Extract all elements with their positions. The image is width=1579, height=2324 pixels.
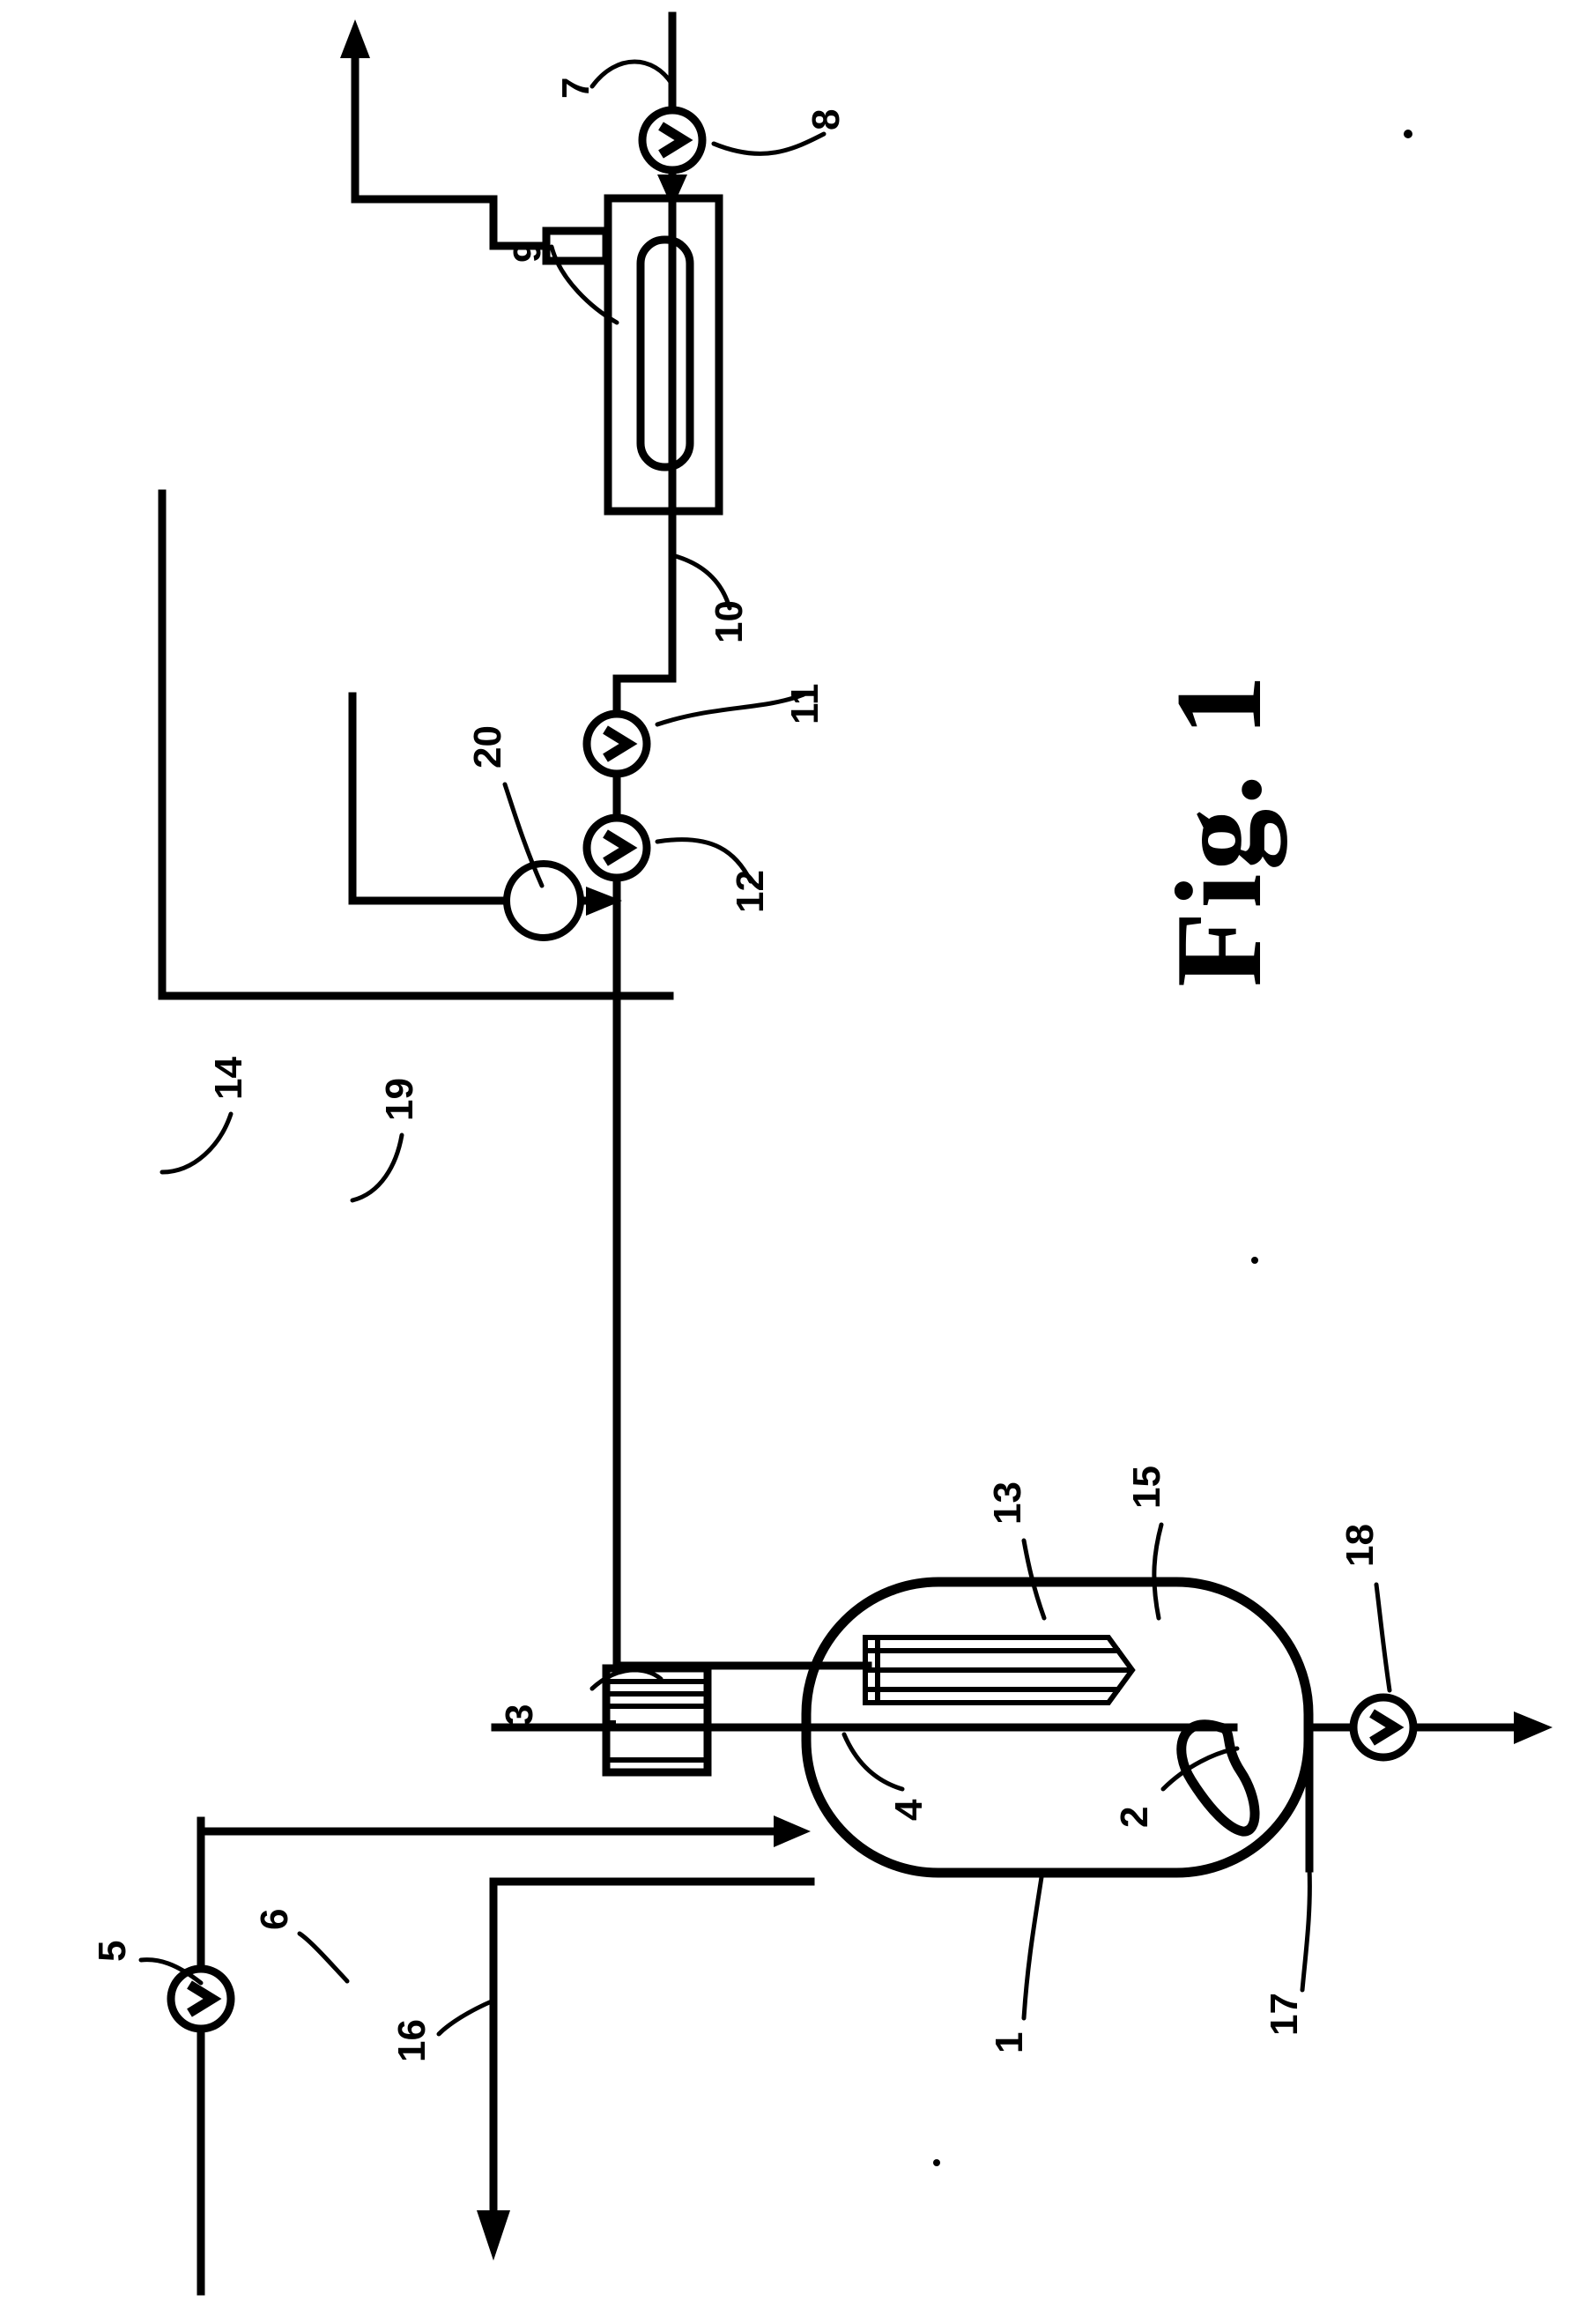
ref-numeral-13: 13 [986,1481,1029,1525]
valve12-to-vessel-pipe [612,866,674,1000]
sparger-feed-pipe [612,991,872,1670]
ref-numeral-9: 9 [506,241,549,263]
pump-discharge-arrow [586,887,622,916]
ref-numeral-6: 6 [253,1909,296,1930]
heat-exchanger-shell [604,194,723,516]
valve-8[interactable] [638,106,707,174]
valve-11[interactable] [582,709,651,778]
line-16-arrow [477,2210,510,2261]
leader-2 [1160,1746,1240,1792]
leader-14 [159,1111,234,1175]
leader-10 [670,553,732,611]
ref-numeral-1: 1 [988,2032,1031,2053]
leader-17 [1300,1866,1312,1993]
line-14-pipe [158,489,621,1000]
valve-5[interactable] [167,1964,235,2033]
ref-numeral-11: 11 [783,683,827,724]
ref-numeral-18: 18 [1338,1524,1382,1567]
ref-numeral-5: 5 [91,1941,134,1962]
ref-numeral-8: 8 [804,109,848,130]
sparger-13 [863,1635,1136,1705]
line-10-pipe [612,507,677,725]
ref-numeral-16: 16 [390,2019,434,2062]
leader-6 [297,1931,350,1984]
feed-inlet-arrow [774,1815,811,1847]
ref-numeral-14: 14 [207,1057,250,1100]
ref-numeral-15: 15 [1125,1466,1168,1509]
heat-exchanger-tube [636,235,694,471]
leader-15 [1152,1522,1164,1621]
ref-numeral-2: 2 [1113,1807,1156,1828]
feed-inlet-pipe [196,1816,780,1836]
ref-numeral-17: 17 [1263,1993,1306,2036]
vent-line-pipe [351,48,551,250]
scan-speck-2 [1251,1257,1258,1264]
leader-3 [589,1667,663,1691]
leader-8 [711,131,827,156]
ref-numeral-4: 4 [887,1799,930,1821]
leader-20 [502,782,545,888]
ref-numeral-19: 19 [378,1078,421,1121]
scan-speck [1404,130,1412,138]
hx-inlet-arrow [657,174,687,208]
figure-caption: Fig. 1 [1151,672,1287,987]
valve-12[interactable] [582,813,651,882]
ref-numeral-20: 20 [466,725,509,768]
leader-1 [1021,1875,1044,2021]
leader-13 [1021,1538,1047,1621]
leader-19 [350,1132,404,1203]
product-outlet-arrow [1514,1711,1553,1744]
recirculation-pump-20[interactable] [503,860,584,941]
leader-7 [589,59,675,89]
leader-11 [655,692,806,727]
leader-12 [655,837,753,884]
valve-18[interactable] [1349,1693,1418,1762]
ref-numeral-10: 10 [708,600,751,643]
ref-numeral-3: 3 [498,1704,541,1726]
vent-outlet-arrow [340,19,370,58]
leader-9 [549,244,619,325]
leader-4 [841,1732,905,1792]
leader-18 [1374,1582,1392,1693]
line-19-pipe [348,692,524,905]
agitator-drive-motor-3 [602,1664,712,1777]
leader-5 [138,1957,204,1986]
ref-numeral-7: 7 [554,78,597,99]
ref-numeral-12: 12 [729,870,772,913]
leader-16 [436,1998,496,2037]
scan-speck-3 [933,2159,940,2166]
impeller-2 [1176,1719,1260,1837]
